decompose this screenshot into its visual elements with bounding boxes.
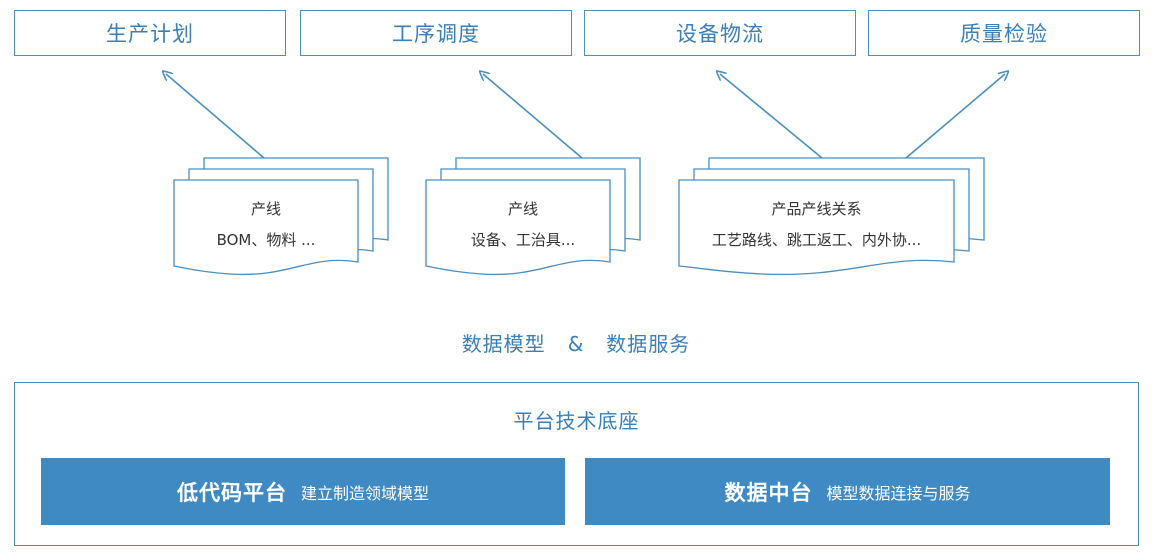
low-code-platform-name: 低代码平台 <box>176 480 287 505</box>
arrow-to-production-plan <box>166 74 265 159</box>
ampersand: & <box>567 332 585 356</box>
document-2-text: 产线 设备、工治具... <box>426 198 620 250</box>
data-model-service-heading: 数据模型&数据服务 <box>0 328 1152 357</box>
low-code-platform: 低代码平台 建立制造领域模型 <box>41 458 565 525</box>
document-stack-1 <box>173 157 389 276</box>
platform-title: 平台技术底座 <box>513 409 640 433</box>
arrow-to-process-scheduling <box>483 74 583 159</box>
data-middle-platform-name: 数据中台 <box>724 480 813 505</box>
document-3-line-1: 产品产线关系 <box>771 200 862 218</box>
document-1-text: 产线 BOM、物料 ... <box>174 198 358 250</box>
data-middle-platform-desc: 模型数据连接与服务 <box>826 483 971 503</box>
document-1-line-2: BOM、物料 ... <box>216 231 316 249</box>
diagram-graphics <box>0 0 1152 276</box>
module-production-plan: 生产计划 <box>14 10 286 56</box>
document-2-line-2: 设备、工治具... <box>470 231 576 249</box>
arrow-to-equipment-logistics <box>720 74 823 159</box>
low-code-platform-desc: 建立制造领域模型 <box>300 483 429 503</box>
data-model-label: 数据模型 <box>461 332 546 356</box>
platform-foundation: 平台技术底座 低代码平台 建立制造领域模型 数据中台 模型数据连接与服务 <box>14 382 1139 546</box>
data-middle-platform: 数据中台 模型数据连接与服务 <box>585 458 1110 525</box>
document-stack-3 <box>678 157 985 276</box>
document-3-text: 产品产线关系 工艺路线、跳工返工、内外协... <box>679 198 954 250</box>
arrow-to-quality-inspection <box>905 74 1005 159</box>
document-stack-2 <box>425 157 641 276</box>
document-3-line-2: 工艺路线、跳工返工、内外协... <box>711 231 922 249</box>
document-1-line-1: 产线 <box>250 200 281 218</box>
data-service-label: 数据服务 <box>606 332 691 356</box>
module-equipment-logistics: 设备物流 <box>584 10 856 56</box>
module-process-scheduling: 工序调度 <box>300 10 572 56</box>
module-quality-inspection: 质量检验 <box>868 10 1140 56</box>
document-2-line-1: 产线 <box>507 200 538 218</box>
